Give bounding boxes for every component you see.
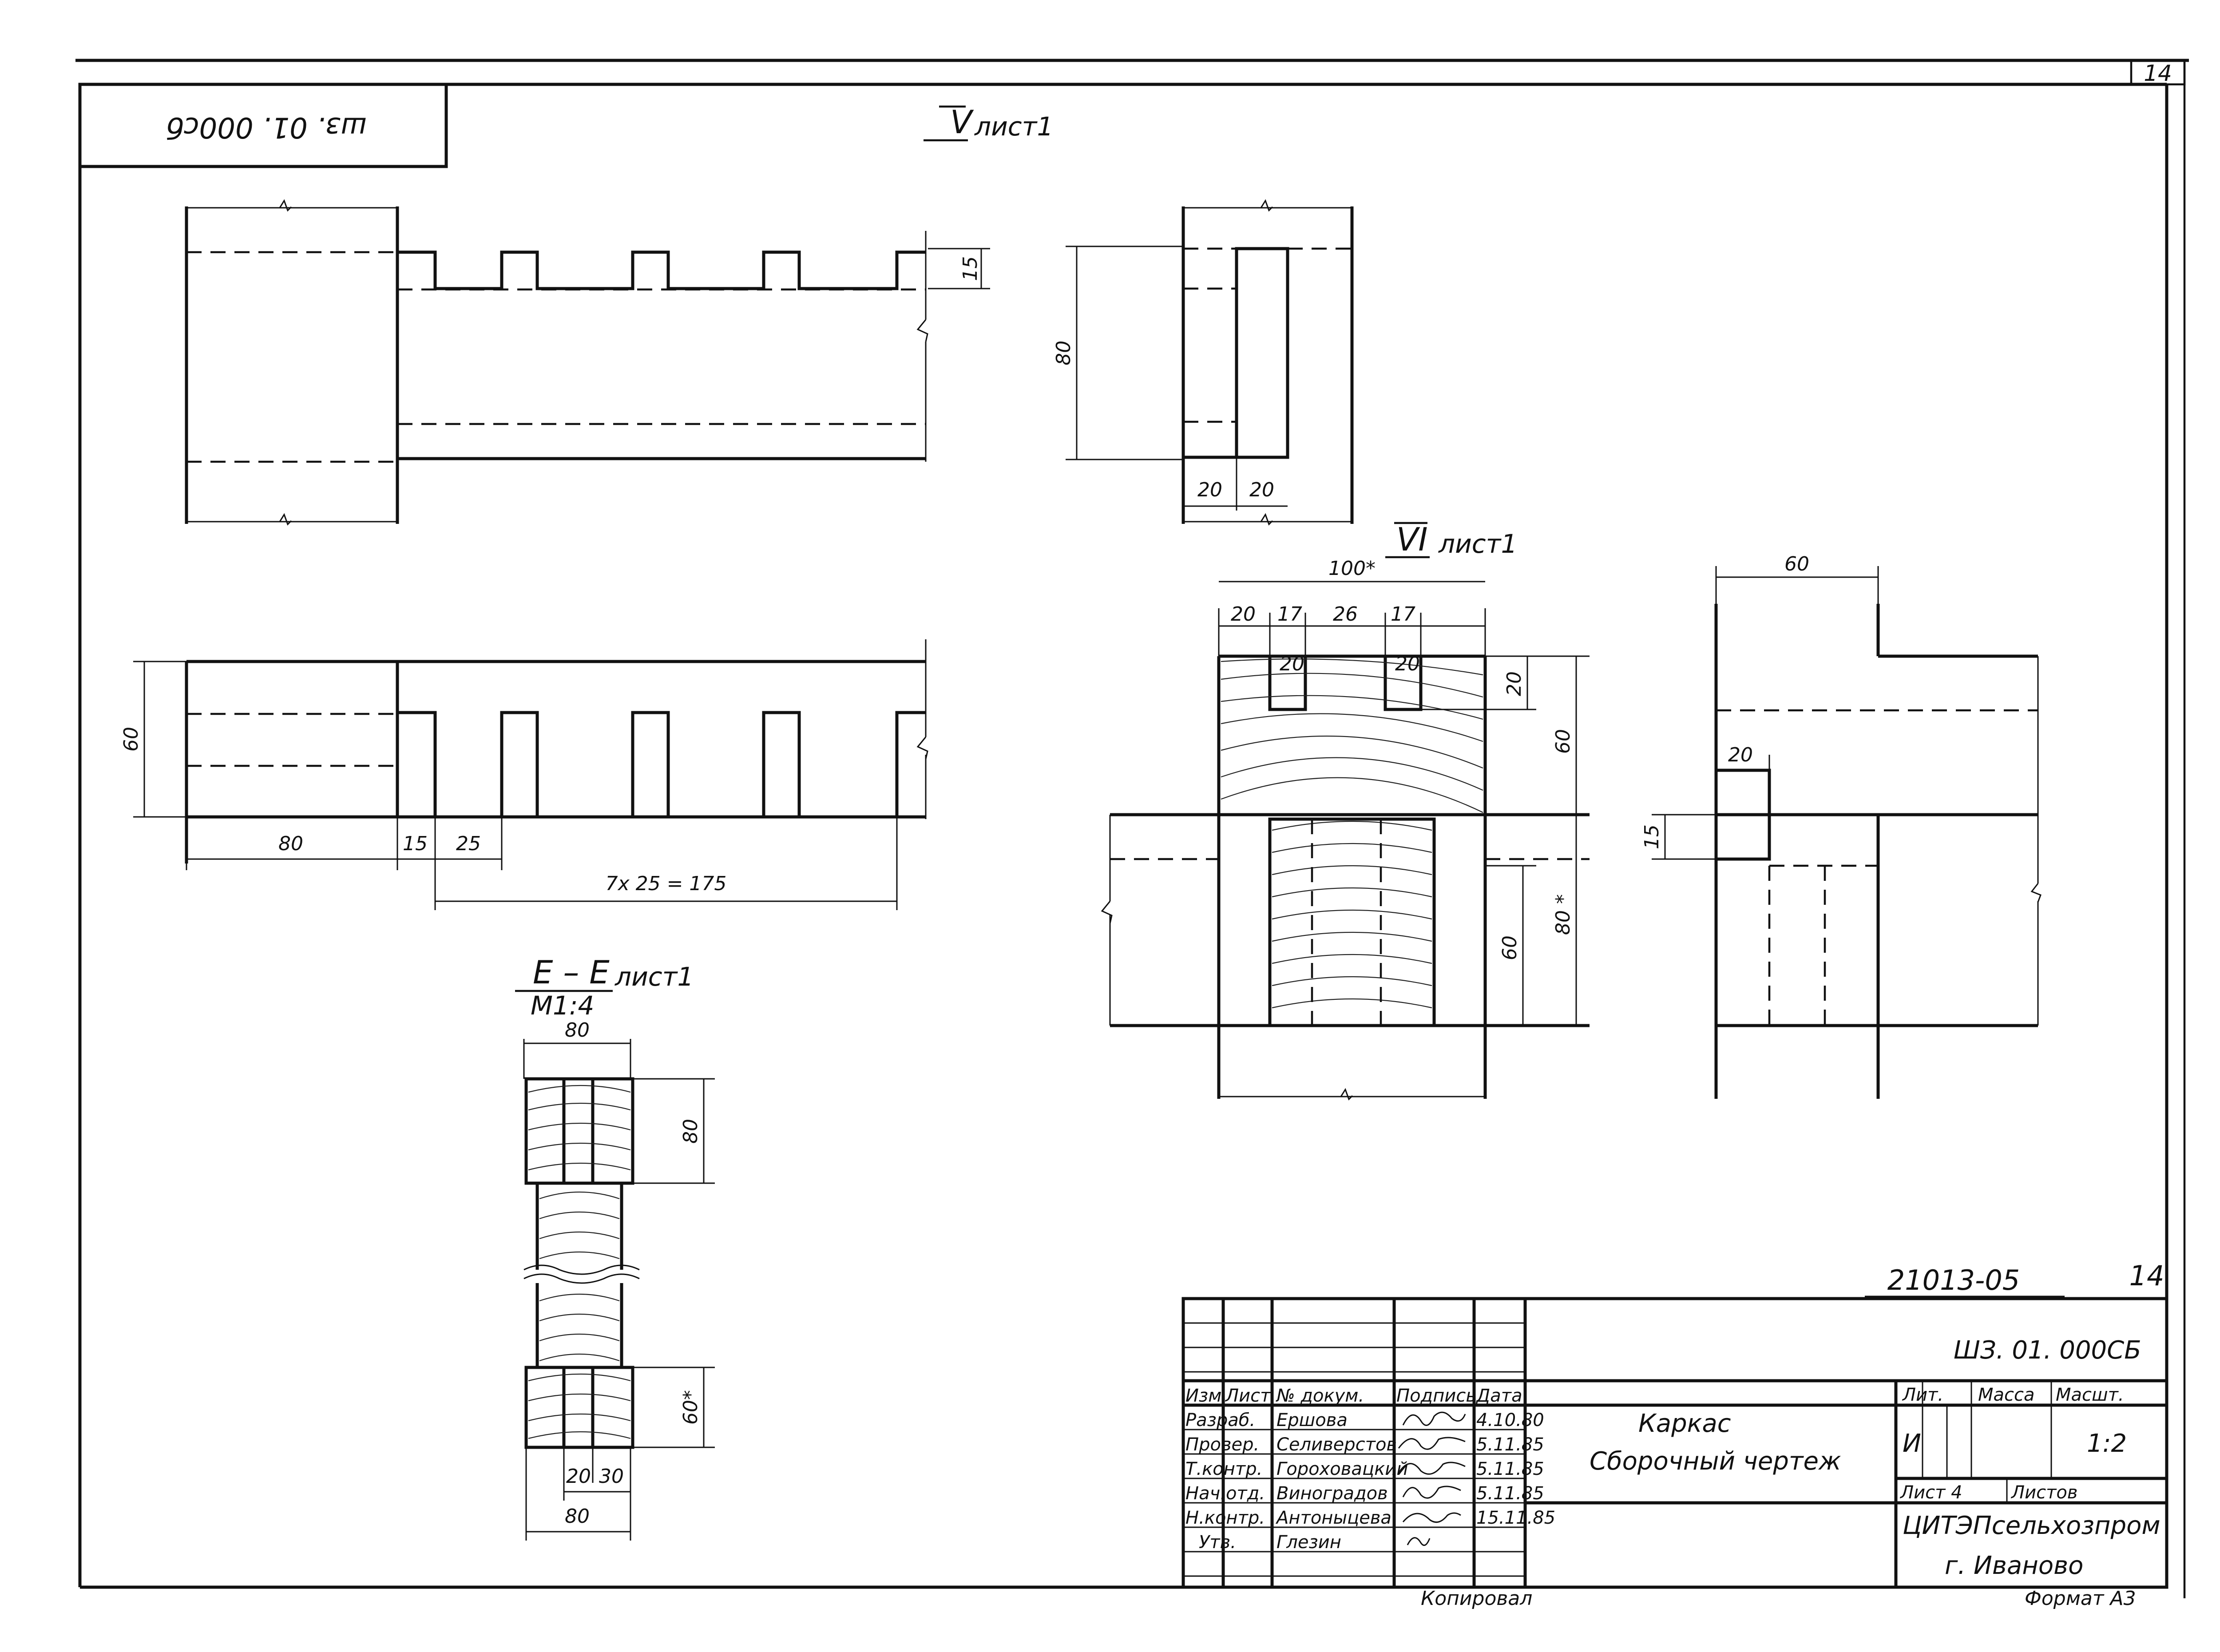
dim-e-60r: 60* (679, 1390, 702, 1425)
signatures (1398, 1411, 1466, 1546)
tb-row-name: Антоныцева (1275, 1508, 1391, 1528)
tb-mass: Масса (1978, 1385, 2035, 1405)
tb-row-name: Виноградов (1276, 1483, 1388, 1504)
joint-view: 100* 20 17 26 17 20 20 20 60 80 * 60 (1101, 557, 1590, 1101)
section-e-label: E – E (533, 954, 610, 991)
side-view-top: 80 20 20 (1052, 199, 1354, 526)
tb-row-role: Провер. (1185, 1434, 1259, 1455)
dim-vi-60l: 60 (1498, 935, 1521, 960)
dim-vi-20b: 20 (1280, 653, 1304, 675)
dim-p-25: 25 (456, 832, 481, 855)
tb-row-name: Селиверстов (1276, 1434, 1397, 1455)
dim-s-15: 15 (1641, 824, 1663, 849)
dim-p-80: 80 (278, 832, 303, 855)
dim-p-175: 7x 25 = 175 (606, 872, 727, 895)
dim-e-80top: 80 (565, 1019, 590, 1042)
tb-row-date: 4.10.80 (1476, 1410, 1544, 1430)
tb-row-date: 15.11.85 (1476, 1508, 1555, 1528)
dim-vi-20r: 20 (1503, 671, 1526, 696)
tb-designation: ШЗ. 01. 000СБ (1954, 1336, 2141, 1365)
tb-name-line2: Сборочный чертеж (1590, 1447, 1841, 1476)
tb-row-name: Ершова (1276, 1410, 1348, 1430)
footer-format: Формат А3 (2025, 1587, 2136, 1610)
tb-sheet: Лист 4 (1899, 1482, 1962, 1503)
section-e-ref: лист1 (614, 962, 694, 992)
tb-col-sign: Подпись (1396, 1386, 1476, 1406)
tb-scale-value: 1:2 (2087, 1429, 2127, 1458)
dim-vi-17a: 17 (1277, 603, 1302, 626)
view-v-numeral: V (950, 103, 974, 141)
side-view-right: 60 20 15 (1641, 553, 2042, 1099)
tb-org-line2: г. Иваново (1945, 1551, 2083, 1580)
dim-vi-80r: 80 * (1552, 894, 1574, 935)
tb-row-role: Нач.отд. (1185, 1483, 1265, 1504)
tb-row-name: Глезин (1276, 1532, 1341, 1553)
section-e: 80 (523, 1019, 715, 1541)
tb-org-line1: ЦИТЭПсельхозпром (1903, 1511, 2161, 1540)
dim-e-30: 30 (599, 1465, 624, 1488)
view-v-ref: лист1 (974, 111, 1053, 142)
dim-vi-20a: 20 (1231, 603, 1256, 626)
dim-vi-20c: 20 (1395, 653, 1420, 675)
section-e-title: E – E лист1 M1:4 (515, 954, 694, 1021)
tb-row-name: Гороховацкий (1276, 1459, 1408, 1479)
footer-copied: Копировал (1421, 1587, 1532, 1610)
title-block-text: Изм. Лист № докум. Подпись Дата Разраб. … (1185, 1336, 2161, 1580)
view-vi-numeral: VI (1396, 521, 1428, 558)
tb-col-date: Дата (1475, 1386, 1522, 1406)
tb-row-date: 5.11.85 (1476, 1483, 1544, 1504)
rotated-doc-code: шз. 01. 000сб (166, 111, 367, 143)
view-vi-ref: лист1 (1438, 529, 1517, 559)
dim-p-60: 60 (120, 727, 143, 752)
dim-e-20: 20 (566, 1465, 591, 1488)
dim-s-20: 20 (1728, 744, 1753, 766)
tb-col-doc: № докум. (1276, 1386, 1364, 1406)
tb-row-role: Утв. (1199, 1532, 1236, 1553)
tb-row-role: Т.контр. (1185, 1459, 1262, 1479)
dim-v-15: 15 (959, 256, 982, 281)
tb-scale-label: Масшт. (2056, 1385, 2124, 1405)
doc-page-number: 14 (2129, 1260, 2164, 1292)
dim-e-80bot: 80 (565, 1505, 590, 1528)
wood-hatch-section (528, 1085, 631, 1439)
view-v-title: V лист1 (924, 103, 1053, 142)
tb-col-list: Лист (1225, 1386, 1271, 1406)
dim-s-60: 60 (1784, 553, 1809, 575)
dim-vi-17b: 17 (1391, 603, 1415, 626)
dim-p-15: 15 (403, 832, 428, 855)
tb-row-role: Н.контр. (1185, 1508, 1265, 1528)
doc-number: 21013-05 (1887, 1264, 2020, 1296)
sheet-frame (75, 59, 2189, 1598)
plan-view: 60 80 15 25 7x 25 = 175 (120, 639, 928, 910)
tb-row-date: 5.11.85 (1476, 1434, 1544, 1455)
dim-v-20a: 20 (1197, 479, 1222, 501)
tb-row-date: 5.11.85 (1476, 1459, 1544, 1479)
tb-row-role: Разраб. (1185, 1410, 1255, 1430)
tb-lit-value: И (1903, 1429, 1921, 1458)
tb-name-line1: Каркас (1638, 1409, 1731, 1438)
section-e-scale: M1:4 (531, 990, 594, 1021)
tb-sheets: Листов (2010, 1482, 2077, 1503)
wood-hatch-lower (1272, 820, 1432, 1009)
dim-v-80: 80 (1052, 341, 1075, 365)
rotated-code-box: шз. 01. 000сб (78, 83, 448, 168)
view-vi-title: VI лист1 (1385, 521, 1517, 559)
tb-col-izm: Изм. (1185, 1386, 1227, 1406)
dim-v-20b: 20 (1249, 479, 1274, 501)
tb-lit: Лит. (1902, 1385, 1943, 1405)
wood-hatch-upper (1221, 658, 1483, 813)
dim-e-80r: 80 (679, 1119, 702, 1144)
dim-vi-26: 26 (1333, 603, 1358, 626)
dim-vi-100: 100* (1328, 557, 1376, 580)
title-block (1181, 1297, 2168, 1589)
front-view-top: 15 (185, 199, 990, 526)
dim-vi-60r: 60 (1552, 729, 1574, 754)
corner-page-number: 14 (2144, 60, 2172, 86)
